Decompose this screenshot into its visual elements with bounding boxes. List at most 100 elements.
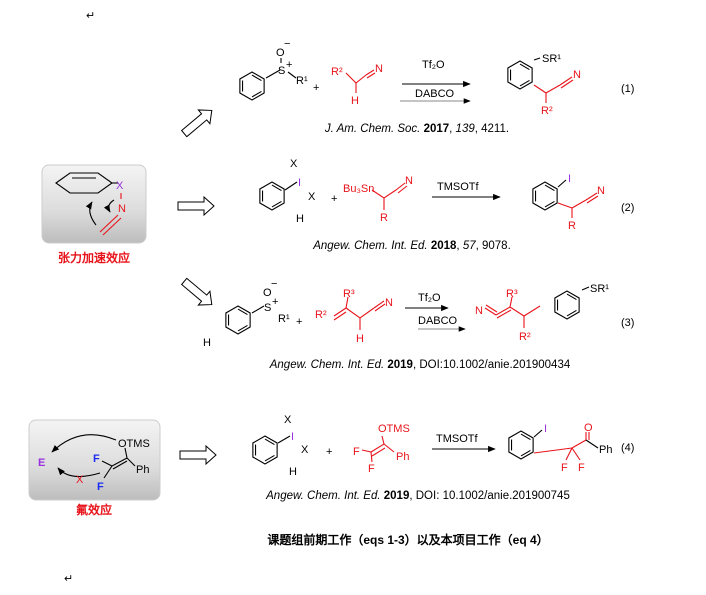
- reagent-tf2o: Tf₂O: [422, 59, 445, 71]
- substituent-r3: R³: [506, 288, 518, 300]
- substituent-sr1: SR¹: [590, 283, 609, 295]
- reagent-tmsotf: TMSOTf: [436, 433, 478, 445]
- aromatic-bond: [520, 449, 531, 457]
- substituent-r: R: [568, 220, 576, 232]
- equation-number: (2): [621, 202, 634, 214]
- substituent-r2: R²: [541, 105, 553, 117]
- aromatic-bond: [544, 184, 555, 192]
- paragraph-mark: ↵: [64, 573, 73, 585]
- substituent-r1: R¹: [278, 313, 290, 325]
- atom-ph: Ph: [136, 464, 149, 476]
- charge: −: [284, 38, 290, 50]
- reagent-tf2o: Tf₂O: [418, 292, 441, 304]
- aromatic-bond: [566, 293, 577, 301]
- atom-n: N: [118, 203, 126, 215]
- substituent-ph: Ph: [396, 451, 409, 463]
- benzene-ring: [508, 430, 534, 460]
- atom-x: X: [301, 444, 309, 456]
- paragraph-mark: ↵: [86, 10, 95, 22]
- substituent-r2: R²: [315, 309, 327, 321]
- atom-f: F: [93, 453, 100, 465]
- atom-n: N: [405, 175, 413, 187]
- atom-i: I: [291, 431, 294, 443]
- citation: Angew. Chem. Int. Ed. 2019, DOI: 10.1002…: [265, 490, 570, 502]
- substituent-sr1: SR¹: [542, 53, 561, 65]
- substituent-r: R: [380, 212, 388, 224]
- atom-i: I: [298, 177, 301, 189]
- equation-2: X I X H + Bu₃Sn N R TMSOTf I N R (2) Ang…: [284, 158, 634, 252]
- fluorine-effect-label: 氟效应: [76, 502, 112, 517]
- hollow-arrow-right: [179, 444, 217, 466]
- atom-o: O: [584, 422, 593, 434]
- benzene-ring: [239, 71, 265, 101]
- aromatic-bond: [251, 74, 262, 82]
- equation-number: (3): [621, 317, 634, 329]
- atom-i: I: [568, 173, 571, 185]
- aromatic-bond: [519, 63, 530, 71]
- figure-caption: 课题组前期工作（eqs 1-3）以及本项目工作（eq 4）: [267, 532, 548, 547]
- plus-sign: +: [326, 446, 332, 458]
- substituent-ph: Ph: [599, 444, 612, 456]
- substituent-otms: OTMS: [378, 423, 410, 435]
- equation-number: (4): [621, 442, 634, 454]
- atom-h: H: [296, 213, 304, 225]
- aromatic-bond: [237, 324, 248, 332]
- equation-3: O − S + R¹ H + R² R³ N H Tf₂O DABCO N R³…: [203, 278, 634, 371]
- atom-x: X: [308, 191, 316, 203]
- atom-x: X: [116, 180, 124, 192]
- substituent-r3: R³: [343, 288, 355, 300]
- atom-e: E: [38, 457, 45, 469]
- atom-f: F: [353, 446, 360, 458]
- charge: −: [271, 278, 277, 290]
- equation-4: X I X H + OTMS Ph F F TMSOTf I O Ph F F …: [265, 414, 634, 502]
- substituent-r2: R²: [519, 331, 531, 343]
- hollow-arrow-right: [177, 195, 215, 217]
- benzene-ring: [225, 305, 251, 335]
- hollow-arrow-down: [180, 277, 213, 306]
- atom-n: N: [475, 305, 483, 317]
- atom-s: S: [278, 65, 285, 77]
- atom-f: F: [368, 463, 375, 475]
- citation: J. Am. Chem. Soc. 2017, 139, 4211.: [324, 123, 509, 135]
- benzene-ring: [532, 181, 558, 211]
- aromatic-bond: [566, 309, 577, 317]
- atom-h: H: [356, 333, 364, 345]
- benzene-ring: [554, 290, 580, 320]
- strain-effect-box: X N: [41, 164, 147, 244]
- atom-h: H: [351, 95, 359, 107]
- strain-effect-label: 张力加速效应: [58, 250, 130, 265]
- charge: +: [286, 59, 292, 71]
- atom-n: N: [573, 69, 581, 81]
- atom-h: H: [289, 466, 297, 478]
- aromatic-bond: [237, 308, 248, 316]
- aromatic-bond: [251, 90, 262, 98]
- equation-number: (1): [621, 83, 634, 95]
- reagent-dabco: DABCO: [415, 88, 455, 100]
- reagent-tmsotf: TMSOTf: [437, 181, 479, 193]
- substituent-r2: R²: [331, 66, 343, 78]
- substituent-r1: R¹: [296, 75, 308, 87]
- aromatic-bond: [264, 454, 275, 462]
- aromatic-bond: [519, 79, 530, 87]
- atom-f: F: [97, 481, 104, 493]
- citation: Angew. Chem. Int. Ed. 2018, 57, 9078.: [312, 240, 511, 252]
- charge: +: [272, 296, 278, 308]
- benzene-ring: [252, 435, 278, 465]
- aromatic-bond: [264, 438, 275, 446]
- hollow-arrow-up: [180, 109, 213, 138]
- atom-f: F: [578, 462, 585, 474]
- atom-o: O: [263, 287, 272, 299]
- aromatic-bond: [271, 200, 282, 208]
- aromatic-bond: [271, 184, 282, 192]
- plus-sign: +: [296, 316, 302, 328]
- aromatic-bond: [544, 200, 555, 208]
- atom-n: N: [597, 185, 605, 197]
- atom-n: N: [385, 297, 393, 309]
- atom-x: X: [290, 158, 298, 170]
- atom-s: S: [264, 302, 271, 314]
- citation: Angew. Chem. Int. Ed. 2019, DOI:10.1002/…: [269, 359, 571, 371]
- substituent-bu3sn: Bu₃Sn: [343, 183, 374, 195]
- atom-i: I: [544, 423, 547, 435]
- reagent-dabco: DABCO: [418, 315, 458, 327]
